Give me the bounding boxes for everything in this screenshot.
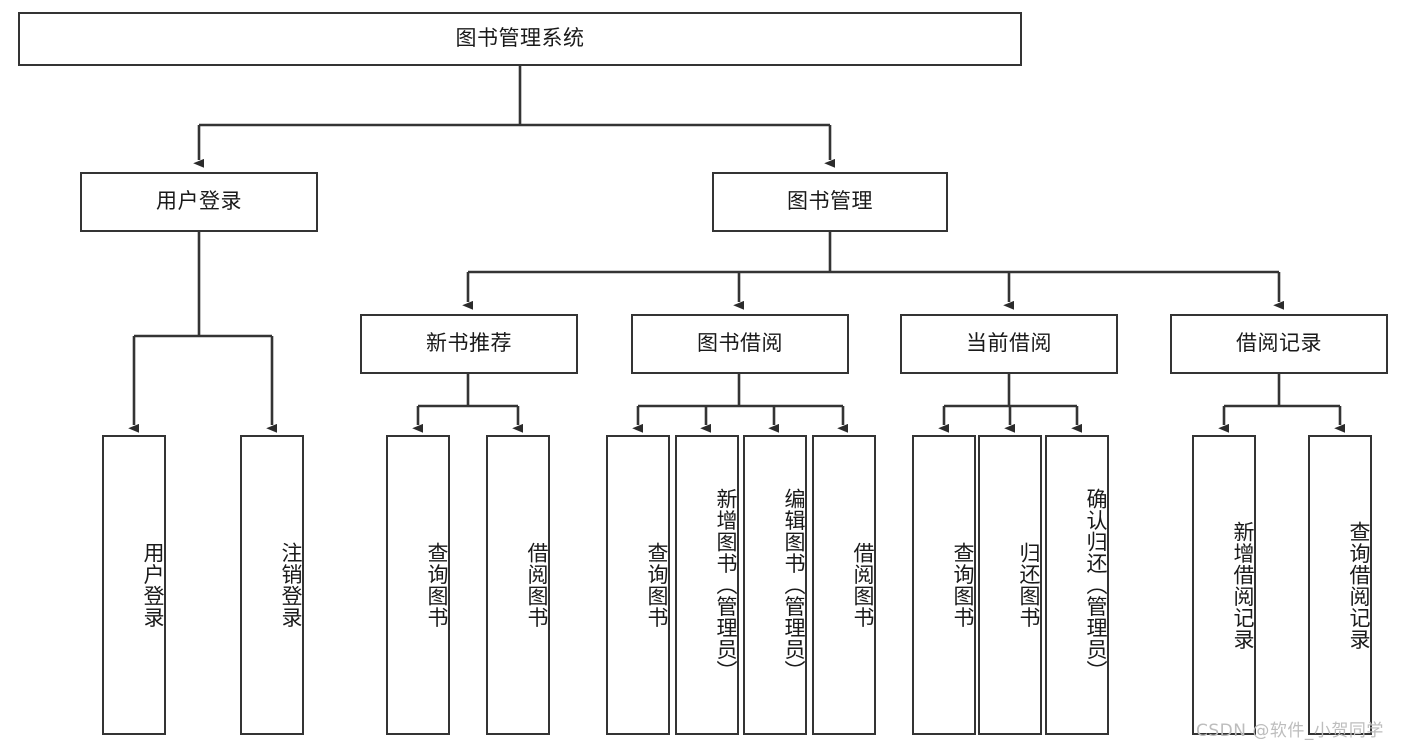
node-new-book-recommend[interactable]: 新书推荐 [360, 314, 578, 374]
node-leaf-query-book-2-label: 查询图书 [645, 542, 669, 628]
node-leaf-edit-book-label: 编辑图书（管理员） [782, 488, 806, 682]
node-leaf-user-login-label: 用户登录 [141, 542, 165, 628]
node-book-management-label: 图书管理 [787, 189, 873, 214]
node-leaf-query-record-label: 查询借阅记录 [1347, 520, 1371, 650]
node-leaf-query-book-3[interactable]: 查询图书 [912, 435, 976, 735]
node-leaf-query-book-2[interactable]: 查询图书 [606, 435, 670, 735]
node-book-borrow-label: 图书借阅 [697, 331, 783, 356]
node-root[interactable]: 图书管理系统 [18, 12, 1022, 66]
node-leaf-add-book-label: 新增图书（管理员） [714, 488, 738, 682]
node-leaf-logout[interactable]: 注销登录 [240, 435, 304, 735]
node-leaf-query-book-1[interactable]: 查询图书 [386, 435, 450, 735]
node-leaf-add-record-label: 新增借阅记录 [1231, 520, 1255, 650]
node-leaf-query-record[interactable]: 查询借阅记录 [1308, 435, 1372, 735]
node-leaf-edit-book[interactable]: 编辑图书（管理员） [743, 435, 807, 735]
node-book-management[interactable]: 图书管理 [712, 172, 948, 232]
node-leaf-borrow-book-1-label: 借阅图书 [525, 542, 549, 628]
node-leaf-user-login[interactable]: 用户登录 [102, 435, 166, 735]
node-user-login[interactable]: 用户登录 [80, 172, 318, 232]
node-leaf-add-record[interactable]: 新增借阅记录 [1192, 435, 1256, 735]
node-borrow-record[interactable]: 借阅记录 [1170, 314, 1388, 374]
node-leaf-borrow-book-2-label: 借阅图书 [851, 542, 875, 628]
node-leaf-return-book-label: 归还图书 [1017, 542, 1041, 628]
node-current-borrow-label: 当前借阅 [966, 331, 1052, 356]
node-leaf-query-book-3-label: 查询图书 [951, 542, 975, 628]
node-leaf-confirm-return[interactable]: 确认归还（管理员） [1045, 435, 1109, 735]
node-leaf-logout-label: 注销登录 [279, 542, 303, 628]
node-leaf-confirm-return-label: 确认归还（管理员） [1084, 488, 1108, 682]
node-leaf-return-book[interactable]: 归还图书 [978, 435, 1042, 735]
node-leaf-query-book-1-label: 查询图书 [425, 542, 449, 628]
node-new-book-recommend-label: 新书推荐 [426, 331, 512, 356]
node-root-label: 图书管理系统 [455, 26, 585, 51]
node-leaf-add-book[interactable]: 新增图书（管理员） [675, 435, 739, 735]
node-leaf-borrow-book-2[interactable]: 借阅图书 [812, 435, 876, 735]
node-book-borrow[interactable]: 图书借阅 [631, 314, 849, 374]
node-leaf-borrow-book-1[interactable]: 借阅图书 [486, 435, 550, 735]
csdn-watermark: CSDN @软件_小贺同学 [1196, 721, 1384, 741]
node-current-borrow[interactable]: 当前借阅 [900, 314, 1118, 374]
node-user-login-label: 用户登录 [156, 189, 242, 214]
node-borrow-record-label: 借阅记录 [1236, 331, 1322, 356]
